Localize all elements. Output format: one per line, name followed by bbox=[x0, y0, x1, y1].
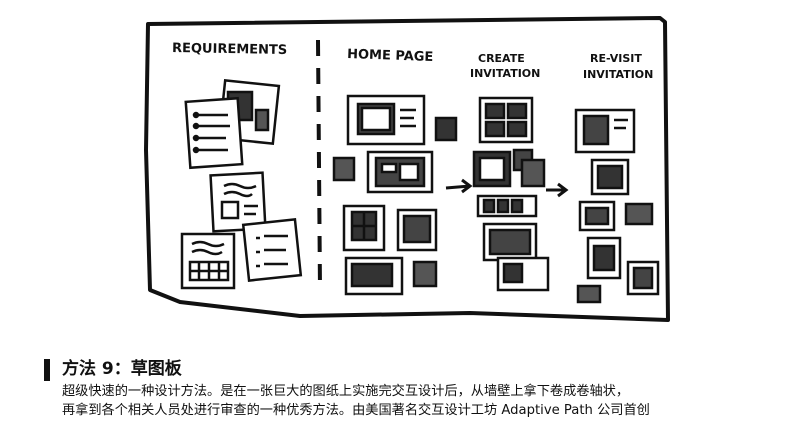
home-page-screens bbox=[332, 94, 458, 296]
caption-marker-bar bbox=[44, 359, 50, 381]
label-home-page: HOME PAGE bbox=[347, 47, 434, 65]
caption-block: 方法 9：草图板 超级快速的一种设计方法。是在一张巨大的图纸上实施完交互设计后，… bbox=[44, 356, 784, 420]
label-revisit-line2: INVITATION bbox=[583, 68, 653, 81]
caption-line-2: 再拿到各个相关人员处进行审查的一种优秀方法。由美国著名交互设计工坊 Adapti… bbox=[62, 403, 650, 418]
label-requirements: REQUIREMENTS bbox=[172, 41, 287, 58]
revisit-invitation-screens bbox=[574, 108, 660, 304]
flow-arrows bbox=[445, 178, 569, 198]
dashed-divider bbox=[316, 39, 322, 291]
create-invitation-screens bbox=[472, 96, 550, 292]
label-create-line2: INVITATION bbox=[470, 67, 540, 80]
label-revisit-line1: RE-VISIT bbox=[590, 52, 642, 65]
requirements-documents bbox=[180, 78, 303, 290]
caption-title: 方法 9：草图板 bbox=[62, 359, 182, 379]
label-create-line1: CREATE bbox=[478, 52, 525, 65]
storyboard-sketch: REQUIREMENTS HOME PAGE CREATE INVITATION… bbox=[144, 16, 670, 322]
caption-line-1: 超级快速的一种设计方法。是在一张巨大的图纸上实施完交互设计后，从墙壁上拿下卷成卷… bbox=[62, 384, 630, 399]
